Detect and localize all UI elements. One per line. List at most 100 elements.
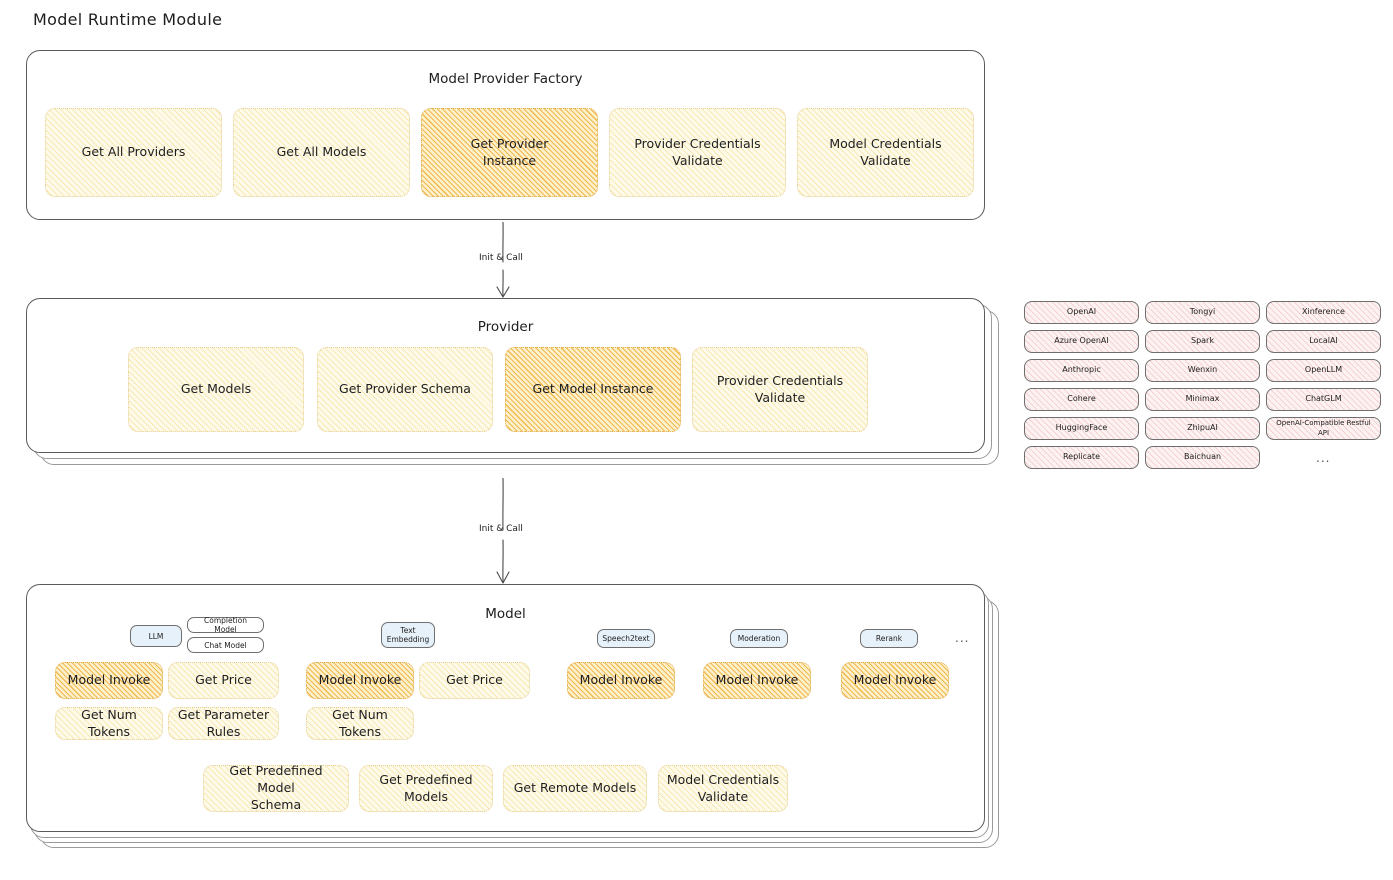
- arrow-factory-to-provider: [478, 221, 538, 300]
- provider-tag-anthropic[interactable]: Anthropic: [1024, 359, 1139, 382]
- provider-tag-azure-openai[interactable]: Azure OpenAI: [1024, 330, 1139, 353]
- node-label: Get Models: [180, 381, 252, 397]
- badge-label: Rerank: [875, 634, 903, 643]
- text-embedding-node-get-num-tokens[interactable]: Get Num Tokens: [306, 707, 414, 740]
- moderation-node-model-invoke[interactable]: Model Invoke: [703, 662, 811, 699]
- provider-tag-label: OpenAI: [1066, 307, 1097, 317]
- node-label: Get All Providers: [81, 144, 186, 160]
- provider-tag-zhipuai[interactable]: ZhipuAI: [1145, 417, 1260, 440]
- model-type-badge-text-embedding[interactable]: Text Embedding: [381, 622, 435, 648]
- node-label: Model Invoke: [715, 672, 799, 688]
- provider-tag-label: LocalAI: [1309, 336, 1338, 346]
- node-label: Model Invoke: [67, 672, 151, 688]
- provider-list: OpenAI Azure OpenAI Anthropic Cohere Hug…: [1024, 301, 1384, 476]
- node-label: Get Remote Models: [513, 780, 637, 796]
- provider-tag-label: Minimax: [1185, 394, 1220, 404]
- factory-node-provider-credentials-validate[interactable]: Provider Credentials Validate: [609, 108, 786, 197]
- provider-list-more-ellipsis: ...: [1316, 451, 1331, 465]
- factory-node-get-provider-instance[interactable]: Get Provider Instance: [421, 108, 598, 197]
- node-label: Get Provider Schema: [339, 381, 471, 397]
- provider-node-provider-credentials-validate[interactable]: Provider Credentials Validate: [692, 347, 868, 432]
- provider-tag-openllm[interactable]: OpenLLM: [1266, 359, 1381, 382]
- provider-tag-label: Tongyi: [1189, 307, 1216, 317]
- provider-tag-replicate[interactable]: Replicate: [1024, 446, 1139, 469]
- text-embedding-node-get-price[interactable]: Get Price: [419, 662, 530, 699]
- provider-tag-openai[interactable]: OpenAI: [1024, 301, 1139, 324]
- llm-node-get-parameter-rules[interactable]: Get Parameter Rules: [168, 707, 279, 740]
- provider-tag-label: ZhipuAI: [1187, 423, 1218, 433]
- llm-node-get-num-tokens[interactable]: Get Num Tokens: [55, 707, 163, 740]
- model-subbadge-chat-model[interactable]: Chat Model: [187, 637, 264, 653]
- provider-tag-huggingface[interactable]: HuggingFace: [1024, 417, 1139, 440]
- provider-tag-label: Xinference: [1302, 307, 1345, 317]
- provider-tag-minimax[interactable]: Minimax: [1145, 388, 1260, 411]
- model-panel: Model LLM Completion Model Chat Model Mo…: [26, 584, 985, 832]
- node-label: Get Predefined Models: [379, 771, 473, 804]
- provider-tag-label: ChatGLM: [1305, 394, 1342, 404]
- provider-tag-openai-compatible-restful-api[interactable]: OpenAI-Compatible Restful API: [1266, 417, 1381, 440]
- model-title: Model: [485, 606, 526, 622]
- node-label: Model Credentials Validate: [666, 771, 780, 804]
- model-common-node-get-predefined-models[interactable]: Get Predefined Models: [359, 765, 493, 812]
- provider-tag-baichuan[interactable]: Baichuan: [1145, 446, 1260, 469]
- provider-tag-label: Cohere: [1067, 394, 1096, 404]
- badge-label: Speech2text: [602, 634, 650, 643]
- text-embedding-node-model-invoke[interactable]: Model Invoke: [306, 662, 414, 699]
- node-label: Get Num Tokens: [332, 706, 388, 739]
- provider-tag-tongyi[interactable]: Tongyi: [1145, 301, 1260, 324]
- node-label: Get Model Instance: [532, 381, 654, 397]
- node-label: Model Invoke: [853, 672, 937, 688]
- model-common-node-model-credentials-validate[interactable]: Model Credentials Validate: [658, 765, 788, 812]
- provider-tag-wenxin[interactable]: Wenxin: [1145, 359, 1260, 382]
- model-type-badge-speech2text[interactable]: Speech2text: [597, 629, 655, 648]
- model-type-badge-llm[interactable]: LLM: [130, 625, 182, 647]
- arrow-label-init-call-2: Init & Call: [479, 524, 523, 534]
- factory-node-model-credentials-validate[interactable]: Model Credentials Validate: [797, 108, 974, 197]
- node-label: Provider Credentials Validate: [634, 135, 761, 168]
- speech2text-node-model-invoke[interactable]: Model Invoke: [567, 662, 675, 699]
- provider-tag-label: Anthropic: [1062, 365, 1101, 375]
- node-label: Model Invoke: [318, 672, 402, 688]
- provider-node-get-provider-schema[interactable]: Get Provider Schema: [317, 347, 493, 432]
- node-label: Model Invoke: [579, 672, 663, 688]
- provider-tag-label: Azure OpenAI: [1054, 336, 1109, 346]
- model-types-more-ellipsis: ...: [955, 631, 970, 645]
- badge-label: Completion Model: [204, 616, 247, 634]
- factory-node-get-all-models[interactable]: Get All Models: [233, 108, 410, 197]
- provider-tag-spark[interactable]: Spark: [1145, 330, 1260, 353]
- provider-tag-chatglm[interactable]: ChatGLM: [1266, 388, 1381, 411]
- node-label: Get Price: [195, 672, 252, 688]
- model-provider-factory-panel: Model Provider Factory Get All Providers…: [26, 50, 985, 220]
- model-subbadge-completion-model[interactable]: Completion Model: [187, 616, 264, 634]
- provider-tag-localai[interactable]: LocalAI: [1266, 330, 1381, 353]
- model-type-badge-moderation[interactable]: Moderation: [730, 629, 788, 648]
- provider-tag-label: Replicate: [1062, 452, 1100, 462]
- provider-tag-xinference[interactable]: Xinference: [1266, 301, 1381, 324]
- model-common-node-get-predefined-model-schema[interactable]: Get Predefined Model Schema: [203, 763, 349, 812]
- model-common-node-get-remote-models[interactable]: Get Remote Models: [503, 765, 647, 812]
- page-title: Model Runtime Module: [33, 10, 223, 29]
- provider-tag-cohere[interactable]: Cohere: [1024, 388, 1139, 411]
- arrow-icon: [496, 477, 510, 584]
- badge-label: Text Embedding: [386, 626, 430, 644]
- node-label: Get Num Tokens: [81, 706, 137, 739]
- arrow-label-init-call-1: Init & Call: [479, 253, 523, 263]
- provider-title: Provider: [477, 319, 534, 335]
- arrow-provider-to-model: [478, 477, 538, 586]
- node-label: Get Price: [446, 672, 503, 688]
- node-label: Get Parameter Rules: [177, 706, 270, 739]
- provider-tag-label: OpenAI-Compatible Restful API: [1276, 419, 1371, 437]
- provider-tag-label: Spark: [1191, 336, 1214, 346]
- llm-node-model-invoke[interactable]: Model Invoke: [55, 662, 163, 699]
- node-label: Get Provider Instance: [470, 135, 549, 168]
- provider-tag-label: Wenxin: [1187, 365, 1218, 375]
- llm-node-get-price[interactable]: Get Price: [168, 662, 279, 699]
- provider-node-get-model-instance[interactable]: Get Model Instance: [505, 347, 681, 432]
- model-type-badge-rerank[interactable]: Rerank: [860, 629, 918, 648]
- rerank-node-model-invoke[interactable]: Model Invoke: [841, 662, 949, 699]
- provider-node-get-models[interactable]: Get Models: [128, 347, 304, 432]
- factory-node-get-all-providers[interactable]: Get All Providers: [45, 108, 222, 197]
- node-label: Get Predefined Model Schema: [229, 763, 323, 812]
- node-label: Model Credentials Validate: [829, 135, 942, 168]
- arrow-icon: [496, 221, 510, 298]
